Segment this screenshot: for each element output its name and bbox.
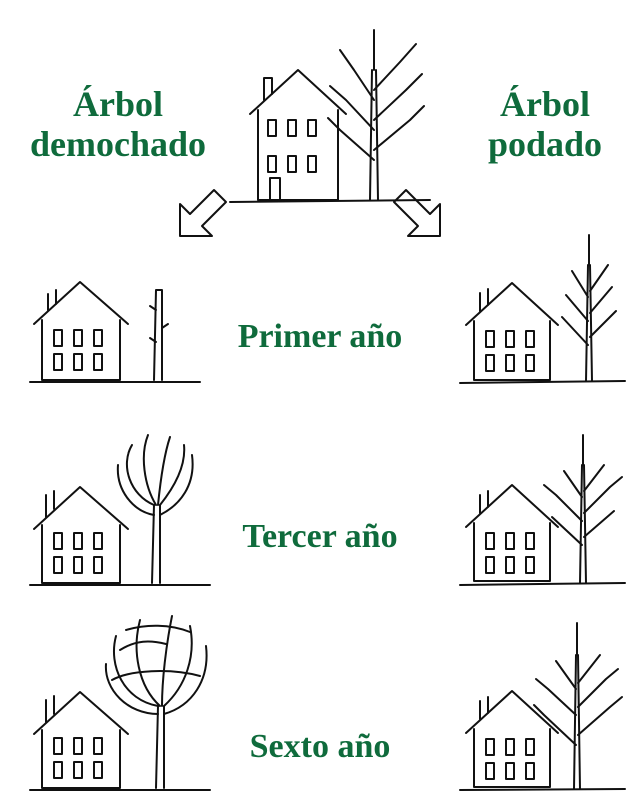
tree-illustration xyxy=(104,615,208,789)
pruned-tree-year6-scene xyxy=(459,622,626,791)
tree-illustration xyxy=(327,29,425,201)
house-illustration xyxy=(29,486,211,586)
tree-illustration xyxy=(543,434,623,584)
right-column-title: Árbol podado xyxy=(470,84,620,164)
tree-illustration xyxy=(533,622,623,790)
left-title-line1: Árbol xyxy=(73,84,163,124)
tree-illustration xyxy=(149,289,169,381)
house-illustration xyxy=(459,690,626,791)
topped-tree-year1-scene xyxy=(29,281,201,383)
house-illustration xyxy=(459,484,626,586)
top-scene-illustration xyxy=(179,29,441,237)
topped-tree-year6-scene xyxy=(29,615,211,791)
house-illustration xyxy=(29,281,201,383)
right-title-line1: Árbol xyxy=(500,84,590,124)
topped-tree-year3-scene xyxy=(29,434,211,586)
house-illustration xyxy=(459,282,626,384)
house-illustration xyxy=(29,691,211,791)
arrow-down-left-icon xyxy=(179,189,227,237)
pruned-tree-year1-scene xyxy=(459,234,626,384)
tree-illustration xyxy=(116,434,194,584)
left-column-title: Árbol demochado xyxy=(18,84,218,164)
row-label-sixth-year: Sexto año xyxy=(249,728,391,765)
row-label-third-year: Tercer año xyxy=(242,518,398,555)
arrow-down-right-icon xyxy=(393,189,441,237)
pruned-tree-year3-scene xyxy=(459,434,626,586)
house-illustration xyxy=(229,69,431,203)
left-title-line2: demochado xyxy=(29,124,206,164)
row-label-first-year: Primer año xyxy=(237,318,403,355)
right-title-line2: podado xyxy=(487,124,603,164)
tree-illustration xyxy=(561,234,617,382)
